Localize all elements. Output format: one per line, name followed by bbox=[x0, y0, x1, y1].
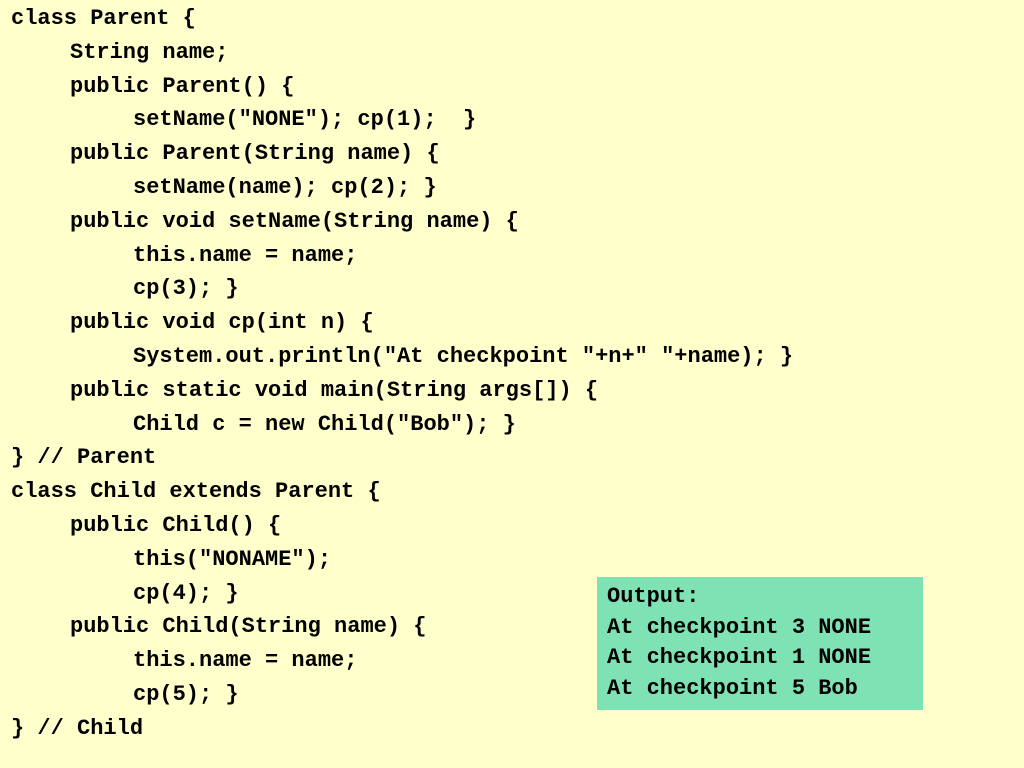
code-line: class Parent { bbox=[11, 6, 196, 31]
output-line: At checkpoint 1 NONE bbox=[607, 645, 872, 671]
code-listing: class Parent { String name; public Paren… bbox=[11, 2, 793, 746]
code-line: public Child() { bbox=[70, 512, 282, 538]
code-line: class Child extends Parent { bbox=[11, 479, 381, 505]
code-line: cp(4); } bbox=[133, 580, 239, 606]
code-line: } // Parent bbox=[11, 445, 157, 471]
code-line: setName(name); cp(2); } bbox=[133, 174, 437, 200]
code-line: public Parent(String name) { bbox=[70, 141, 440, 167]
output-title: Output: bbox=[607, 584, 700, 609]
code-line: cp(5); } bbox=[133, 681, 239, 707]
code-line: String name; bbox=[70, 39, 229, 65]
code-line: this.name = name; bbox=[133, 648, 358, 674]
code-line: this.name = name; bbox=[133, 242, 358, 268]
code-line: System.out.println("At checkpoint "+n+" … bbox=[133, 343, 794, 369]
code-line: setName("NONE"); cp(1); } bbox=[133, 107, 477, 133]
code-line: Child c = new Child("Bob"); } bbox=[133, 411, 516, 437]
output-line: At checkpoint 5 Bob bbox=[607, 675, 858, 701]
code-line: } // Child bbox=[11, 715, 144, 741]
code-line: public void setName(String name) { bbox=[70, 208, 519, 234]
code-line: public Parent() { bbox=[70, 73, 295, 99]
code-line: public void cp(int n) { bbox=[70, 310, 374, 336]
output-line: At checkpoint 3 NONE bbox=[607, 614, 872, 640]
code-line: this("NONAME"); bbox=[133, 546, 332, 572]
code-line: public Child(String name) { bbox=[70, 614, 427, 640]
output-box: Output: At checkpoint 3 NONE At checkpoi… bbox=[597, 577, 923, 710]
code-line: public static void main(String args[]) { bbox=[70, 377, 599, 403]
code-line: cp(3); } bbox=[133, 276, 239, 302]
